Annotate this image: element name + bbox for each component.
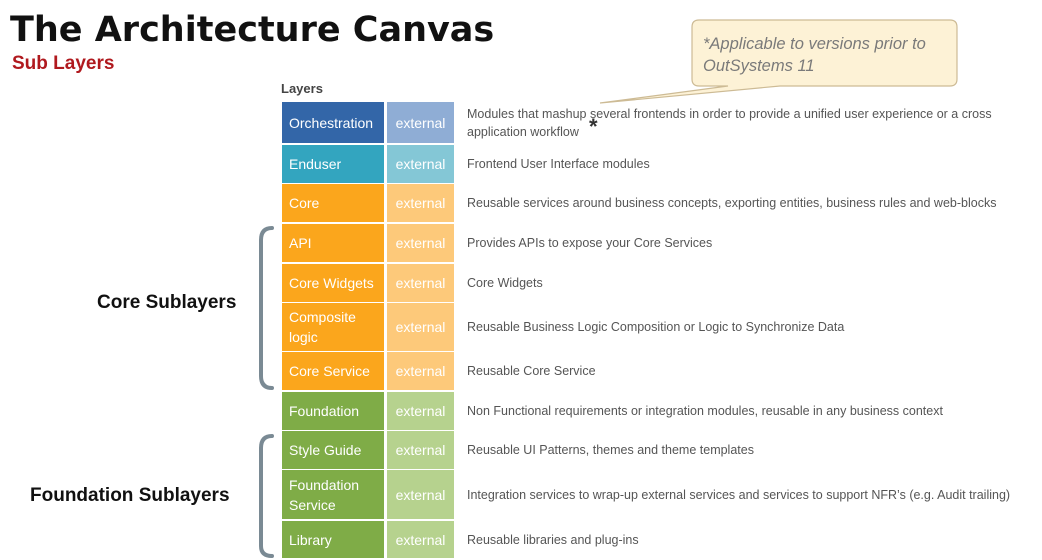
- layer-description: Reusable UI Patterns, themes and theme t…: [467, 443, 754, 457]
- layer-description: Core Widgets: [467, 276, 543, 290]
- layer-name-cell: API: [282, 224, 384, 262]
- layer-external-cell: external: [387, 264, 454, 302]
- asterisk-marker: *: [589, 114, 598, 139]
- core-sublayers-brace: [259, 226, 274, 390]
- layer-name-cell: Style Guide: [282, 431, 384, 469]
- callout-text: *Applicable to versions prior to OutSyst…: [703, 35, 926, 75]
- layer-description: Reusable services around business concep…: [467, 196, 997, 210]
- layer-description: Reusable Business Logic Composition or L…: [467, 320, 845, 334]
- layer-name-cell: Foundation: [282, 392, 384, 430]
- core-sublayers-label: Core Sublayers: [97, 292, 237, 313]
- layer-name-cell: Core Widgets: [282, 264, 384, 302]
- layer-description: Reusable libraries and plug-ins: [467, 532, 639, 547]
- layer-name-cell: Core: [282, 184, 384, 222]
- foundation-sublayers-label: Foundation Sublayers: [30, 485, 230, 506]
- layer-description: Provides APIs to expose your Core Servic…: [467, 236, 713, 250]
- foundation-sublayers-brace: [259, 434, 274, 558]
- layer-external-cell: external: [387, 431, 454, 469]
- layer-name-cell: Orchestration: [282, 102, 384, 143]
- layer-name-cell: Library: [282, 521, 384, 558]
- layer-external-cell: external: [387, 224, 454, 262]
- layer-external-cell: external: [387, 145, 454, 183]
- layer-name-cell: Composite logic: [282, 303, 384, 351]
- layers-header: Layers: [281, 81, 323, 96]
- layer-description: Non Functional requirements or integrati…: [467, 404, 943, 418]
- page-subtitle: Sub Layers: [12, 53, 115, 74]
- layer-external-cell: external: [387, 352, 454, 390]
- page-title: The Architecture Canvas: [10, 10, 495, 50]
- layer-external-cell: external: [387, 303, 454, 351]
- layer-name-cell: Core Service: [282, 352, 384, 390]
- layer-external-cell: external: [387, 102, 454, 143]
- layer-description: Integration services to wrap-up external…: [467, 487, 1011, 502]
- layer-name-cell: Enduser: [282, 145, 384, 183]
- layer-external-cell: external: [387, 470, 454, 519]
- layer-description: Frontend User Interface modules: [467, 157, 650, 171]
- layer-description: Modules that mashup several frontends in…: [467, 107, 992, 139]
- layer-external-cell: external: [387, 521, 454, 558]
- layer-name-cell: Foundation Service: [282, 470, 384, 519]
- layer-external-cell: external: [387, 184, 454, 222]
- layer-external-cell: external: [387, 392, 454, 430]
- layer-description: Reusable Core Service: [467, 364, 596, 378]
